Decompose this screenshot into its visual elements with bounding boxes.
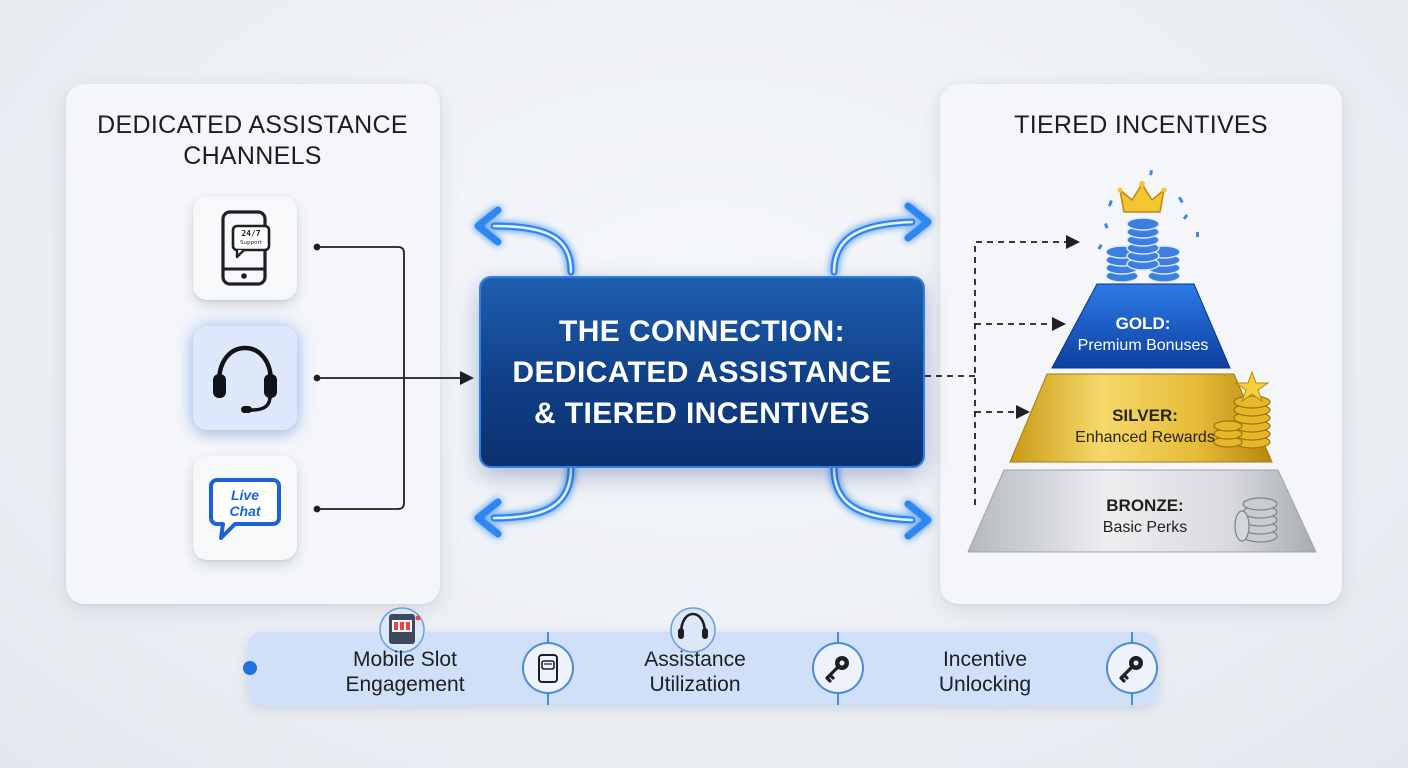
phone-support-line2: Support — [240, 240, 263, 246]
connector-arrowhead — [460, 371, 474, 385]
phone-support-tile[interactable]: 24/7 Support — [193, 196, 297, 300]
tier-silver-desc: Enhanced Rewards — [1075, 429, 1215, 446]
tier-gold-desc: Premium Bonuses — [1077, 337, 1209, 354]
headset-icon — [213, 345, 277, 413]
assistance-channels-title: DEDICATED ASSISTANCE CHANNELS — [97, 111, 408, 170]
step-incentive-unlocking: Incentive Unlocking — [938, 648, 1032, 696]
live-chat-line1: Live — [231, 487, 259, 503]
key-icon — [825, 656, 849, 683]
mobile-chat-connector[interactable] — [524, 644, 572, 692]
tier-bronze[interactable]: BRONZE: Basic Perks — [1040, 495, 1250, 539]
live-chat-tile[interactable]: Live Chat — [193, 456, 297, 560]
key-connector-1[interactable] — [814, 644, 862, 692]
tier-bronze-desc: Basic Perks — [1102, 519, 1188, 536]
tier-silver[interactable]: SILVER: Enhanced Rewards — [1040, 405, 1250, 449]
phone-support-line1: 24/7 — [241, 229, 260, 238]
headset-support-tile[interactable] — [193, 326, 297, 430]
tier-gold[interactable]: GOLD: Premium Bonuses — [1058, 313, 1228, 357]
phone-support-icon: 24/7 Support — [221, 210, 271, 286]
mobile-chat-icon — [538, 654, 558, 683]
step-assistance-utilization: Assistance Utilization — [644, 648, 746, 696]
tier-silver-name: SILVER: — [1112, 406, 1178, 425]
connection-box: THE CONNECTION: DEDICATED ASSISTANCE & T… — [481, 278, 923, 466]
tiered-incentives-title: TIERED INCENTIVES — [1014, 111, 1268, 139]
live-chat-line2: Chat — [229, 503, 261, 519]
tier-gold-name: GOLD: — [1115, 314, 1171, 333]
tier-bronze-name: BRONZE: — [1106, 496, 1184, 515]
step-mobile-slot-engagement: Mobile Slot Engagement — [345, 648, 465, 696]
live-chat-icon: Live Chat — [209, 478, 281, 540]
connection-title: THE CONNECTION: DEDICATED ASSISTANCE & T… — [512, 314, 892, 430]
key-connector-2[interactable] — [1108, 644, 1156, 692]
key-icon — [1119, 656, 1143, 683]
